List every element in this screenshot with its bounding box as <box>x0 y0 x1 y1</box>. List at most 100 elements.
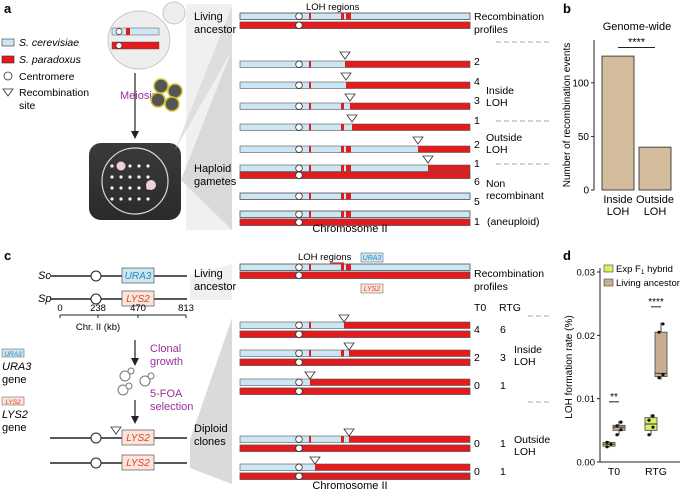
chromosome-outline <box>239 330 471 338</box>
chromosome-bar <box>240 322 470 329</box>
chromosome-outline <box>239 21 471 29</box>
c-col-rtg: RTG <box>499 302 521 314</box>
loh-marker <box>346 264 351 271</box>
d-data-point <box>647 418 651 422</box>
d-box <box>612 424 626 431</box>
panel-d-letter: d <box>563 248 571 263</box>
panel-a: a S. cerevisiae S. paradoxus Centromere … <box>1 1 550 235</box>
c-group-outside-1: Outside <box>514 434 550 446</box>
panel-a-chromosomes <box>239 12 471 226</box>
centromere-icon <box>295 271 303 279</box>
d-data-point <box>605 445 609 449</box>
panel-c-letter: c <box>4 248 11 263</box>
chromosome-bar <box>239 192 471 200</box>
c-clone-lys2-box-1 <box>121 429 155 446</box>
profile-count: 3 <box>474 95 480 107</box>
profile-count: 1 <box>474 158 480 170</box>
recombination-site-icon <box>309 456 321 465</box>
recombination-site-icon <box>344 93 356 102</box>
loh-marker <box>309 165 311 172</box>
d-y-tick-label: 0.00 <box>577 458 596 469</box>
recombination-site-icon <box>343 428 355 437</box>
centromere-icon <box>295 358 303 366</box>
chromosome-outline <box>239 263 471 271</box>
b-category-label: Outside <box>636 194 674 206</box>
colony-dot <box>119 175 123 179</box>
loh-marker <box>341 165 344 172</box>
loh-marker <box>309 103 311 110</box>
colony-dot <box>137 175 141 179</box>
count-t0: 0 <box>474 380 480 392</box>
chromosome-bar <box>240 124 470 131</box>
centromere-icon <box>295 387 303 395</box>
c-sc-label: Sc <box>38 270 51 282</box>
paradoxus-segment <box>240 473 470 480</box>
legend-centromere-icon <box>3 71 13 81</box>
c-legend-ura3-name: URA3 <box>2 361 32 373</box>
d-data-point <box>605 440 609 444</box>
c-group-dividers <box>528 315 550 403</box>
cerevisiae-segment <box>240 436 349 443</box>
a-group-outside-1: Outside <box>486 132 522 144</box>
count-rtg: 1 <box>500 380 506 392</box>
count-rtg: 3 <box>500 352 506 364</box>
recombination-site-icon <box>339 51 351 60</box>
d-legend-anc-swatch <box>603 278 614 287</box>
aneuploid-label: (aneuploid) <box>487 216 540 228</box>
d-data-point <box>619 420 623 424</box>
b-y-tick-label: 50 <box>578 132 590 143</box>
c-axis-tick-470: 470 <box>130 303 146 314</box>
c-fan-top <box>190 264 232 300</box>
centromere-icon <box>295 12 303 20</box>
panel-c: c Sc URA3 Sp LYS2 0 238 470 813 Chr. II … <box>1 248 550 492</box>
chromosome-bar <box>239 210 471 218</box>
c-sp-label: Sp <box>38 293 51 305</box>
c-recomb-profiles-2: profiles <box>474 281 508 293</box>
c-legend-lys2-swatch <box>1 396 25 406</box>
d-data-point <box>651 414 655 418</box>
centromere-icon <box>295 472 303 480</box>
chromosome-outline <box>239 60 471 68</box>
centromere-icon <box>295 210 303 218</box>
chromosome-outline <box>239 349 471 357</box>
b-y-tick-label: 100 <box>572 78 589 89</box>
c-clone-recomb-icon <box>110 426 122 435</box>
loh-marker <box>346 13 351 20</box>
c-chromosome-label: Chromosome II <box>312 480 387 492</box>
chromosome-outline <box>239 218 471 226</box>
panel-b-letter: b <box>563 1 571 16</box>
a-group-outside-2: LOH <box>486 144 508 156</box>
c-top-lys2-text: LYS2 <box>364 286 381 293</box>
chromosome-outline <box>239 271 471 279</box>
colony-dot <box>119 197 123 201</box>
profile-count: 2 <box>474 139 480 151</box>
d-data-point <box>615 433 619 437</box>
loh-marker <box>341 103 344 110</box>
cerevisiae-segment <box>240 103 350 110</box>
c-ura3-label: URA3 <box>125 271 152 282</box>
profile-count: 4 <box>474 76 480 88</box>
chromosome-outline <box>239 12 471 20</box>
c-foa-1: 5-FOA <box>150 388 183 400</box>
c-axis-tick-0: 0 <box>57 303 62 314</box>
b-category-label: LOH <box>607 206 630 218</box>
c-legend-ura3-box-text: URA3 <box>4 351 22 358</box>
loh-marker <box>346 211 351 218</box>
loh-marker <box>309 264 311 271</box>
d-sig-t0: ** <box>610 392 618 403</box>
colony-dot <box>128 197 132 201</box>
chromosome-outline <box>239 145 471 153</box>
loh-marker <box>346 146 351 153</box>
d-data-point <box>647 433 651 437</box>
meiosis-label: Meiosis <box>120 90 158 102</box>
legend-sc-swatch <box>1 38 15 47</box>
a-group-inside-2: LOH <box>486 97 508 109</box>
legend-sp-label: S. paradoxus <box>19 54 82 66</box>
centromere-icon <box>295 378 303 386</box>
yeast-cell-illustration <box>107 1 186 70</box>
legend-sp-swatch <box>1 55 15 64</box>
centromere-icon <box>295 123 303 131</box>
